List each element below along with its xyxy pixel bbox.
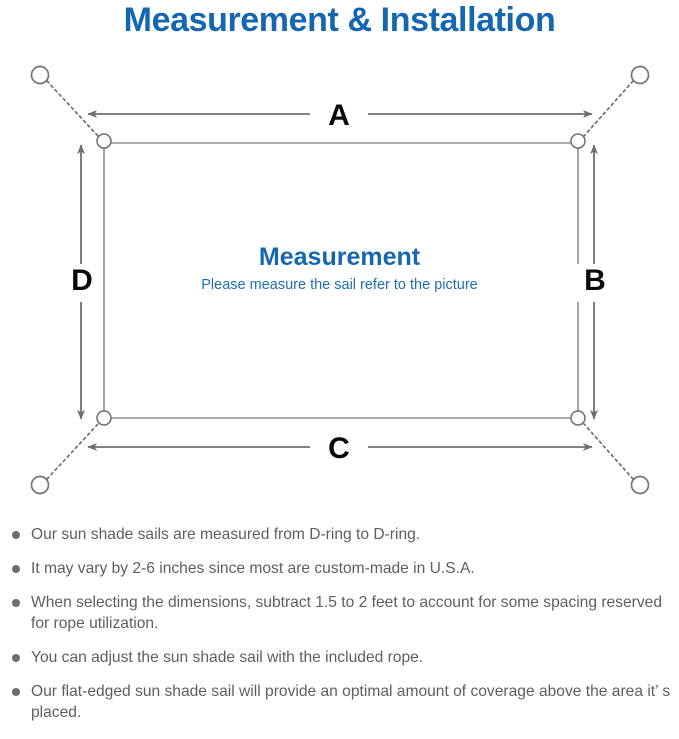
- diagram-svg: [30, 65, 650, 495]
- page-title: Measurement & Installation: [123, 1, 556, 39]
- bullet-icon: [12, 654, 20, 662]
- sail-center-title: Measurement: [258, 243, 421, 271]
- rope-bottom-right: [583, 423, 634, 480]
- d-ring-bottom-left: [96, 410, 112, 426]
- dimension-label-d: D: [62, 264, 102, 302]
- list-item: Our sun shade sails are measured from D-…: [0, 524, 679, 545]
- anchor-point-bottom-left: [30, 475, 50, 495]
- note-text: When selecting the dimensions, subtract …: [31, 594, 663, 632]
- bullet-icon: [12, 531, 20, 539]
- note-text: Our sun shade sails are measured from D-…: [31, 526, 421, 543]
- rope-top-left: [46, 80, 99, 137]
- anchor-point-top-right: [630, 65, 650, 85]
- anchor-point-top-left: [30, 65, 50, 85]
- list-item: When selecting the dimensions, subtract …: [0, 592, 679, 634]
- note-text: Our flat-edged sun shade sail will provi…: [31, 683, 671, 721]
- note-text: You can adjust the sun shade sail with t…: [31, 649, 424, 666]
- dimension-label-c: C: [310, 432, 368, 468]
- d-ring-bottom-right: [570, 410, 586, 426]
- rope-bottom-left: [46, 423, 99, 480]
- measurement-diagram: Measurement Please measure the sail refe…: [0, 45, 679, 515]
- note-text: It may vary by 2-6 inches since most are…: [31, 560, 475, 577]
- rope-top-right: [583, 80, 634, 137]
- bullet-icon: [12, 599, 20, 607]
- anchor-point-bottom-right: [630, 475, 650, 495]
- dimension-label-a: A: [310, 99, 368, 135]
- notes-list: Our sun shade sails are measured from D-…: [0, 524, 679, 736]
- d-ring-top-left: [96, 133, 112, 149]
- d-ring-top-right: [570, 133, 586, 149]
- sail-center-subtitle: Please measure the sail refer to the pic…: [201, 277, 478, 293]
- list-item: Our flat-edged sun shade sail will provi…: [0, 681, 679, 723]
- dimension-label-b: B: [576, 264, 614, 302]
- bullet-icon: [12, 565, 20, 573]
- bullet-icon: [12, 688, 20, 696]
- list-item: You can adjust the sun shade sail with t…: [0, 647, 679, 668]
- list-item: It may vary by 2-6 inches since most are…: [0, 558, 679, 579]
